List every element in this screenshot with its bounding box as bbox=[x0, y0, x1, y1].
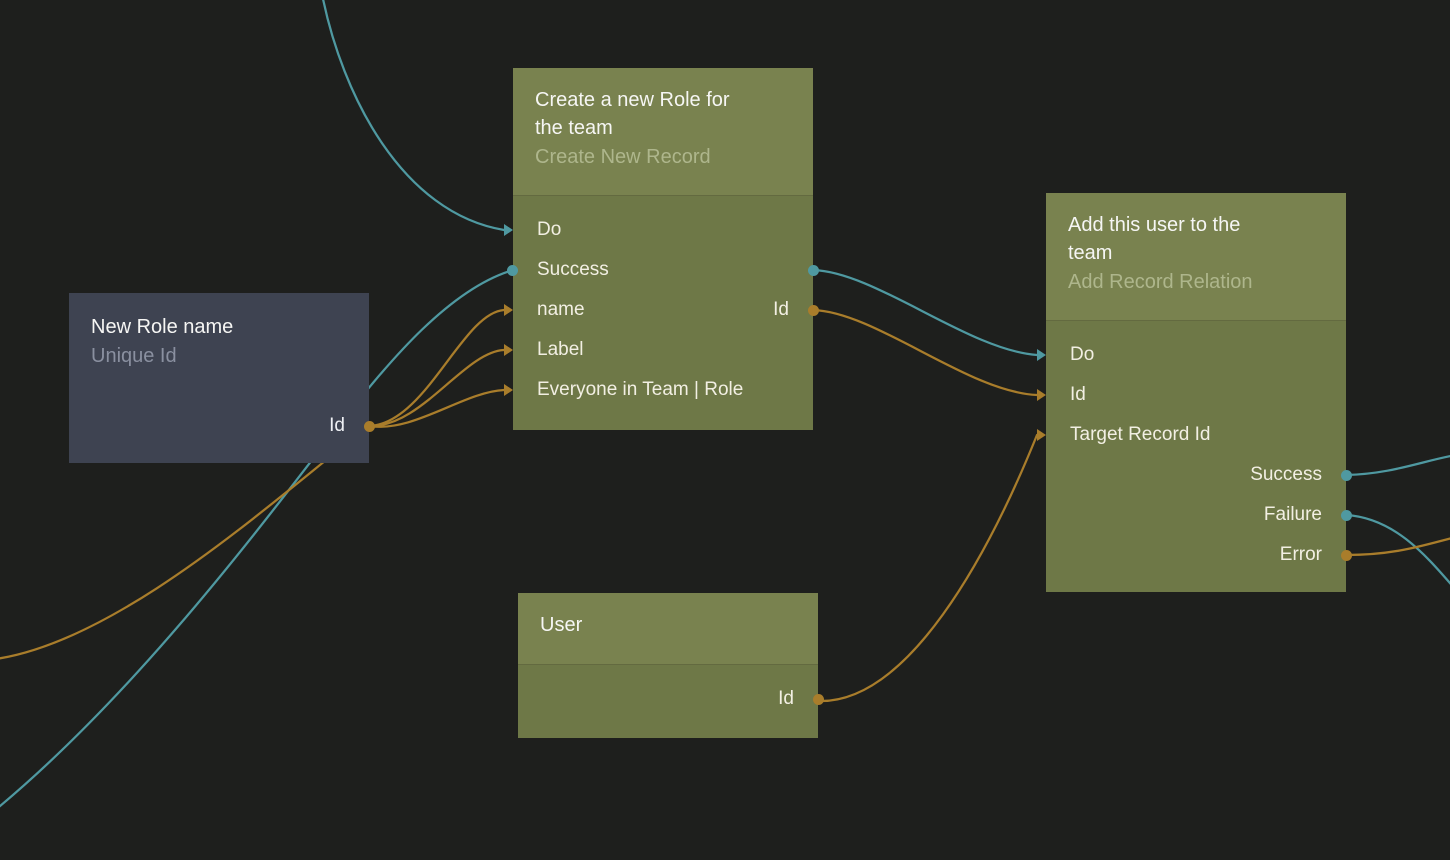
node-body: Id bbox=[518, 665, 824, 738]
edge-role-id-to-create-role-everyone[interactable] bbox=[367, 388, 506, 428]
input-port-do[interactable] bbox=[504, 224, 513, 236]
port-row-name: name Id bbox=[504, 290, 819, 330]
node-subtitle: Add Record Relation bbox=[1068, 271, 1253, 293]
port-label-everyone-in-team-role: Everyone in Team | Role bbox=[537, 379, 744, 400]
port-label-target-record-id: Target Record Id bbox=[1070, 424, 1211, 445]
node-add-relation[interactable]: Add this user to the team Add Record Rel… bbox=[1037, 193, 1352, 592]
node-header: New Role name Unique Id bbox=[69, 293, 369, 371]
input-port-target-record-id[interactable] bbox=[1037, 429, 1046, 441]
input-port-name[interactable] bbox=[504, 304, 513, 316]
edge-role-id-to-create-role-name[interactable] bbox=[367, 308, 506, 428]
node-title: Add this user to the team bbox=[1068, 214, 1241, 264]
port-label-do: Do bbox=[1070, 344, 1095, 365]
port-label-id: Id bbox=[778, 688, 794, 709]
port-label-label: Label bbox=[537, 339, 584, 360]
node-create-role[interactable]: Create a new Role for the team Create Ne… bbox=[504, 68, 819, 430]
node-body: Do Success name Id Label Everyone in Tea… bbox=[504, 196, 819, 430]
port-row-failure: Failure bbox=[1046, 495, 1352, 535]
port-label-error: Error bbox=[1279, 544, 1322, 565]
port-row-error: Error bbox=[1046, 535, 1352, 575]
output-port-id[interactable] bbox=[364, 420, 375, 432]
port-label-success: Success bbox=[537, 259, 609, 280]
port-row-id: Id bbox=[518, 679, 824, 719]
port-label-success: Success bbox=[1250, 464, 1322, 485]
node-user[interactable]: User Id bbox=[518, 593, 824, 738]
port-label-failure: Failure bbox=[1263, 504, 1322, 525]
node-subtitle: Unique Id bbox=[91, 345, 177, 367]
input-port-id[interactable] bbox=[1037, 389, 1046, 401]
output-port-id[interactable] bbox=[808, 304, 819, 316]
edge-role-id-to-create-role-label[interactable] bbox=[367, 348, 506, 428]
input-port-success[interactable] bbox=[507, 264, 518, 276]
port-label-id: Id bbox=[1070, 384, 1086, 405]
edge-create-role-id-to-relation-id[interactable] bbox=[811, 308, 1039, 397]
node-subtitle: Create New Record bbox=[535, 146, 711, 168]
edge-user-id-to-relation-target[interactable] bbox=[816, 433, 1039, 703]
port-row-id: Id bbox=[69, 406, 375, 446]
port-row-label: Label bbox=[504, 330, 813, 370]
input-port-do[interactable] bbox=[1037, 349, 1046, 361]
edge-relation-failure-to-offscreen[interactable] bbox=[1344, 513, 1450, 590]
port-row-do: Do bbox=[504, 210, 813, 250]
node-header: Create a new Role for the team Create Ne… bbox=[513, 68, 813, 196]
node-title: New Role name bbox=[91, 316, 234, 338]
node-body: Do Id Target Record Id Success Failure E… bbox=[1037, 321, 1352, 592]
edge-create-role-success-to-relation-do[interactable] bbox=[811, 268, 1039, 357]
port-label-id: Id bbox=[329, 415, 345, 436]
edge-offscreen-left-to-create-role-success[interactable] bbox=[0, 268, 515, 816]
node-header: User bbox=[518, 593, 818, 665]
output-port-error[interactable] bbox=[1341, 549, 1352, 561]
node-body bbox=[69, 371, 369, 406]
output-port-success[interactable] bbox=[808, 264, 819, 276]
node-title: User bbox=[540, 614, 583, 636]
input-port-label[interactable] bbox=[504, 344, 513, 356]
port-row-success: Success bbox=[1046, 455, 1352, 495]
output-port-success[interactable] bbox=[1341, 469, 1352, 481]
port-label-do: Do bbox=[537, 219, 562, 240]
edge-offscreen-top-to-create-role-do[interactable] bbox=[322, 0, 506, 232]
input-port-everyone-in-team-role[interactable] bbox=[504, 384, 513, 396]
edge-relation-error-to-offscreen[interactable] bbox=[1344, 537, 1450, 557]
port-row-everyone-in-team-role: Everyone in Team | Role bbox=[504, 370, 813, 410]
port-label-id: Id bbox=[773, 299, 789, 320]
node-header: Add this user to the team Add Record Rel… bbox=[1046, 193, 1346, 321]
node-title: Create a new Role for the team bbox=[535, 89, 730, 139]
port-label-name: name bbox=[537, 299, 585, 320]
port-row-id: Id bbox=[1037, 375, 1346, 415]
node-new-role-name[interactable]: New Role name Unique Id Id bbox=[69, 293, 375, 463]
edge-relation-success-to-offscreen[interactable] bbox=[1344, 455, 1450, 477]
output-port-failure[interactable] bbox=[1341, 509, 1352, 521]
port-row-success: Success bbox=[507, 250, 819, 290]
port-row-target-record-id: Target Record Id bbox=[1037, 415, 1346, 455]
output-port-id[interactable] bbox=[813, 693, 824, 705]
port-row-do: Do bbox=[1037, 335, 1346, 375]
